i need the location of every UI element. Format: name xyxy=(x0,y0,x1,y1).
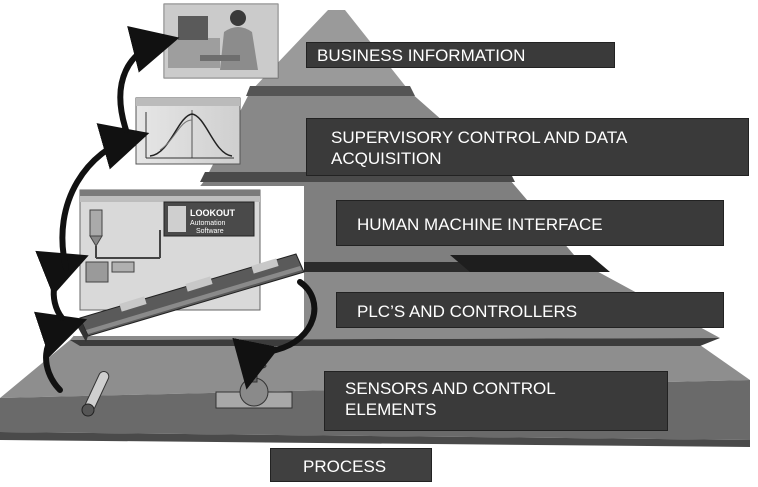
thermometer-icon xyxy=(81,370,110,417)
label-business-text: BUSINESS INFORMATION xyxy=(317,46,526,65)
label-plc: PLC’S AND CONTROLLERS xyxy=(336,292,724,328)
label-business-information: BUSINESS INFORMATION xyxy=(306,42,615,68)
label-scada-line1: SUPERVISORY CONTROL AND DATA xyxy=(331,128,628,147)
arrow-plc-to-hmi xyxy=(35,250,89,321)
label-scada-line2: ACQUISITION xyxy=(331,149,442,168)
office-worker-photo xyxy=(163,3,279,79)
arrow-plc-to-valve xyxy=(232,279,318,390)
lookout-logo-title: LOOKOUT xyxy=(190,208,235,218)
label-process-text: PROCESS xyxy=(303,457,387,476)
data-flow-arrows xyxy=(33,26,318,393)
label-plc-text: PLC’S AND CONTROLLERS xyxy=(357,302,578,321)
plc-hardware-rack xyxy=(76,253,305,342)
hmi-software-window: LOOKOUT Automation Software xyxy=(74,186,304,336)
label-hmi: HUMAN MACHINE INTERFACE xyxy=(336,200,724,246)
label-scada: SUPERVISORY CONTROL AND DATA ACQUISITION xyxy=(306,118,749,176)
bell-curve-chart-screenshot xyxy=(135,97,241,165)
lookout-logo-line2: Automation xyxy=(190,220,226,227)
arrow-scada-to-business xyxy=(117,26,180,133)
label-sensors: SENSORS AND CONTROL ELEMENTS xyxy=(324,371,668,431)
label-sensors-line2: ELEMENTS xyxy=(345,400,437,419)
label-hmi-text: HUMAN MACHINE INTERFACE xyxy=(357,215,603,234)
lookout-logo-line3: Software xyxy=(196,228,224,235)
arrow-sensor-to-plc xyxy=(33,311,88,393)
label-sensors-line1: SENSORS AND CONTROL xyxy=(345,379,556,398)
label-process: PROCESS xyxy=(270,448,432,482)
arrow-hmi-to-scada xyxy=(59,123,150,271)
